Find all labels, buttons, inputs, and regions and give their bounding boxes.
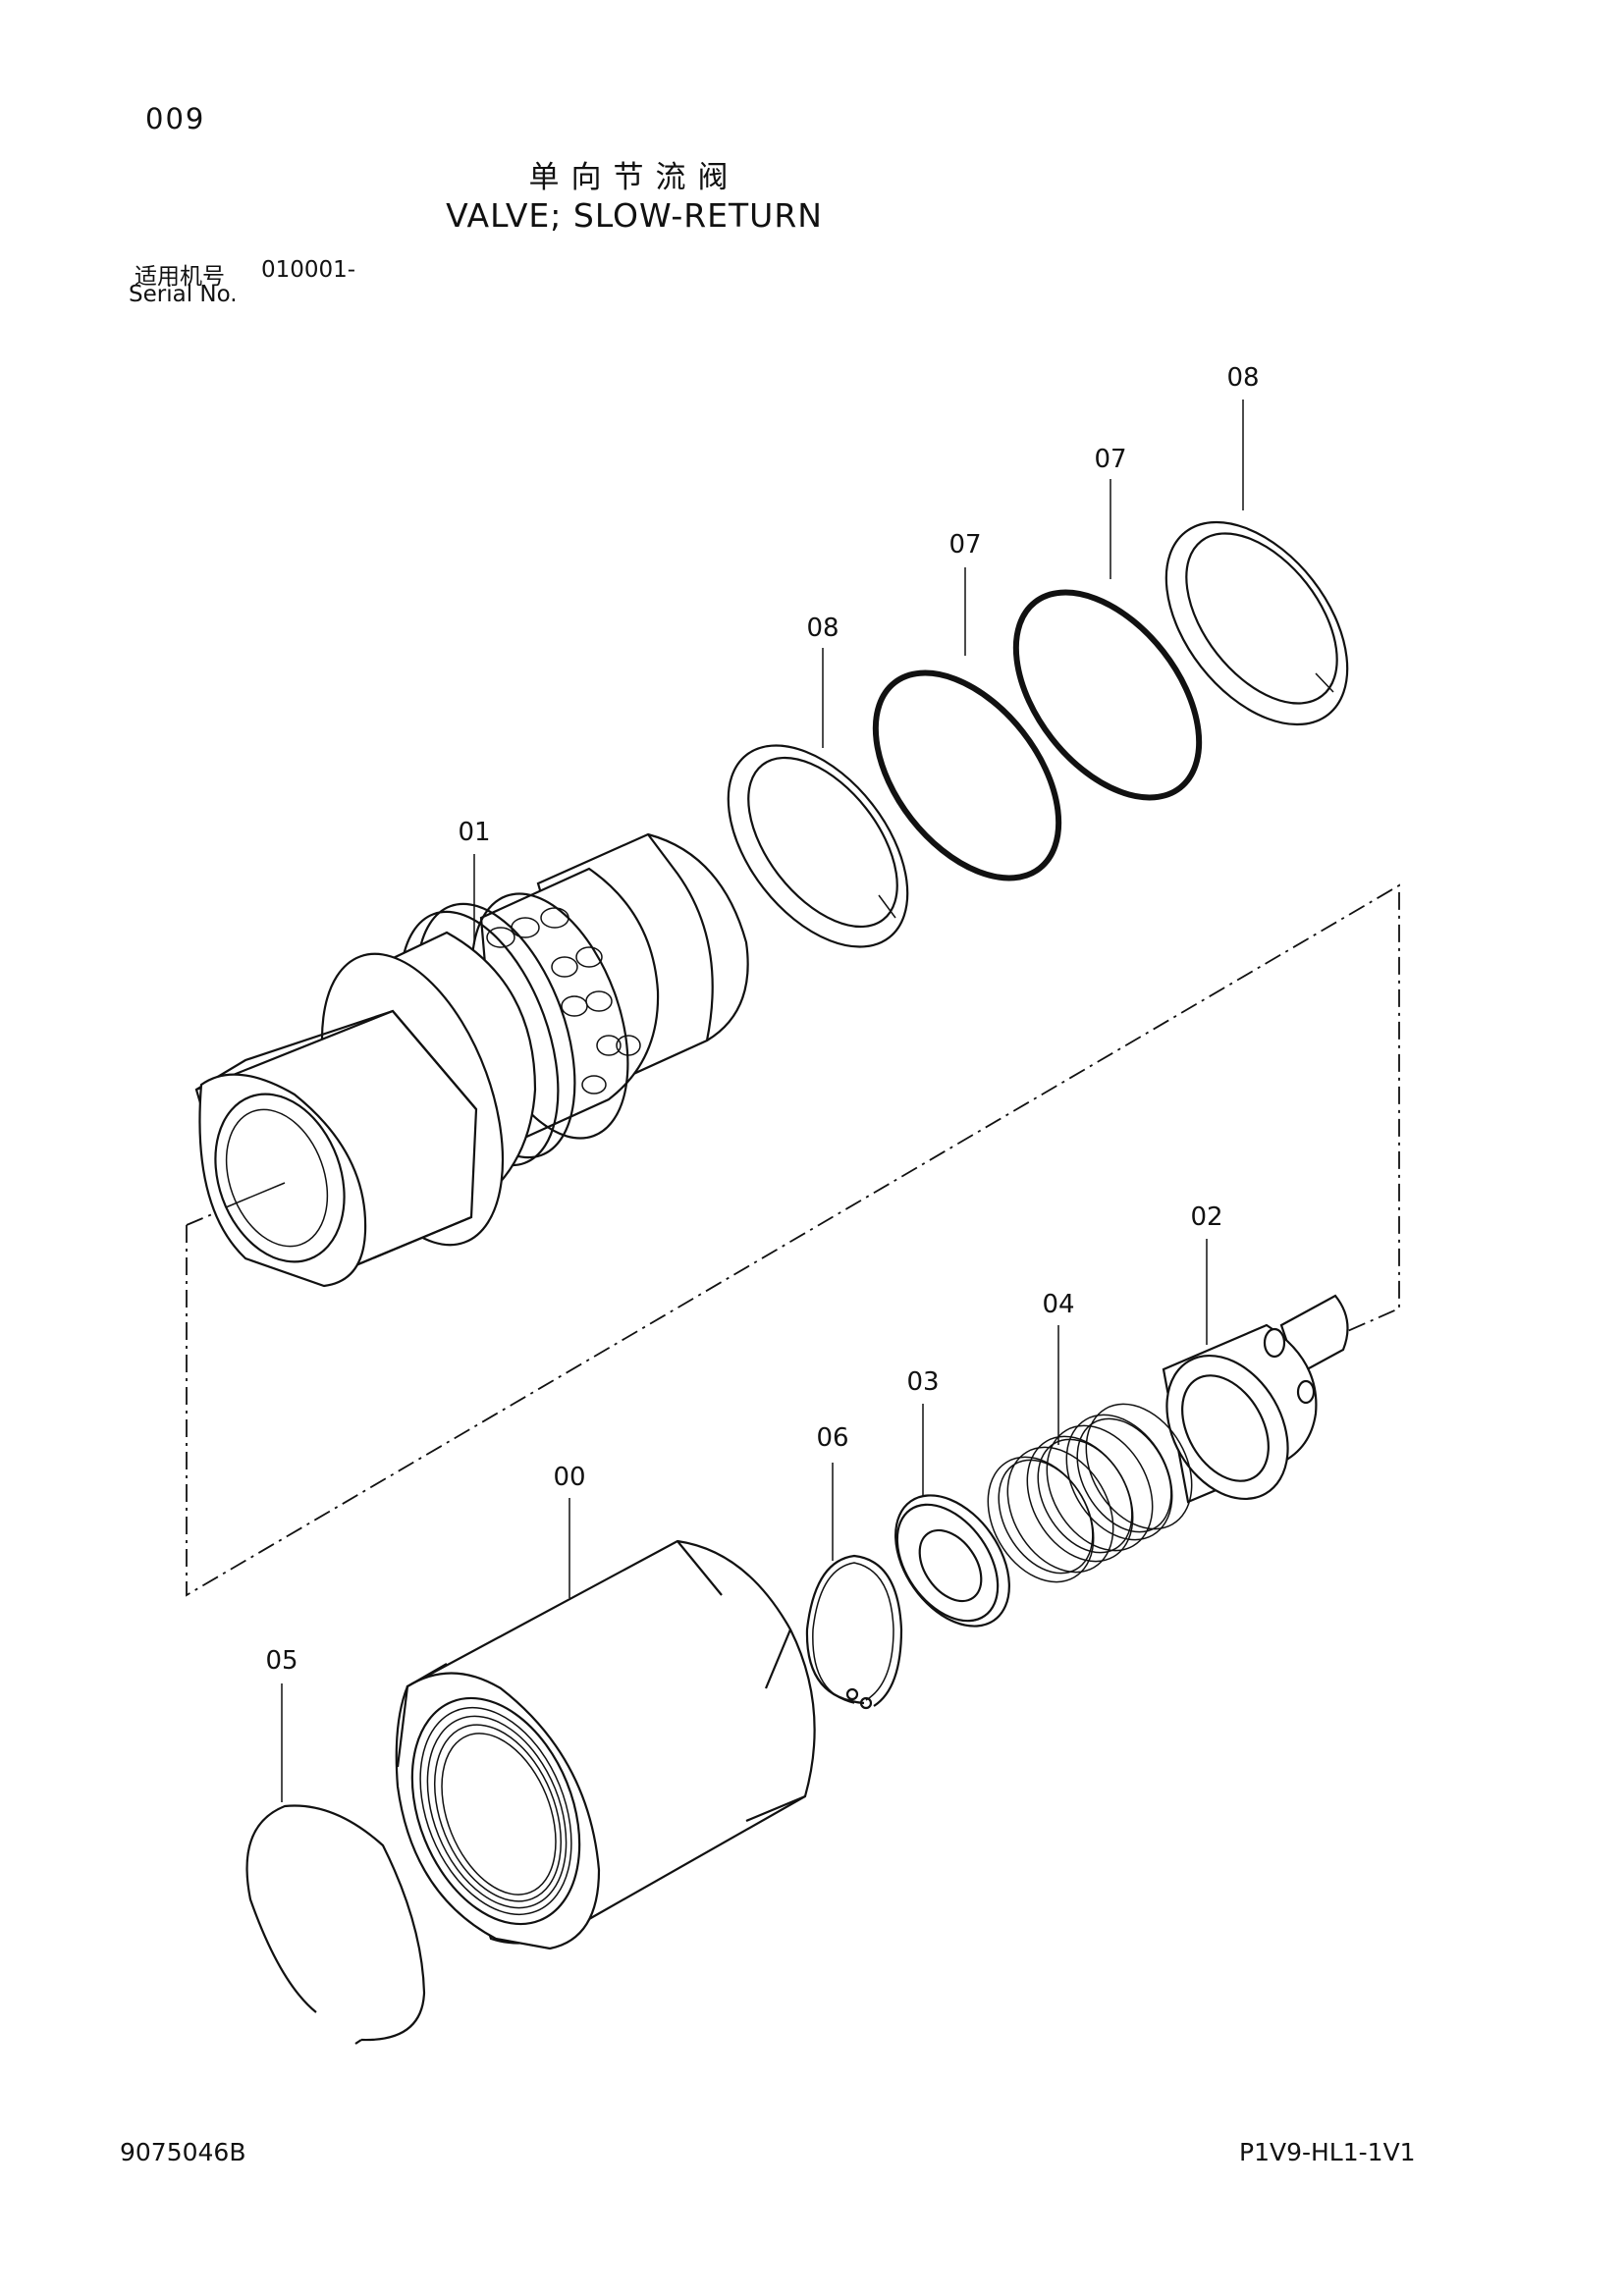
serial-label-english: Serial No.	[129, 282, 238, 307]
part-06-snap-ring	[805, 1554, 903, 1710]
part-01-valve-body	[194, 832, 749, 1288]
part-03-spring-seat	[894, 1494, 1010, 1628]
part-00-hex-nut	[395, 1539, 816, 1950]
callout-05: 05	[265, 1646, 298, 1676]
callout-04: 04	[1042, 1290, 1074, 1319]
callout-00: 00	[553, 1463, 585, 1492]
title-chinese: 单向节流阀	[528, 160, 740, 195]
callout-08-left: 08	[806, 614, 839, 643]
callout-02: 02	[1190, 1202, 1222, 1232]
document-id: 9075046B	[120, 2138, 246, 2166]
leader-lines	[281, 400, 1244, 1802]
callout-07-left: 07	[948, 530, 981, 560]
part-08-backup-ring-right	[1164, 520, 1349, 726]
callout-03: 03	[906, 1367, 939, 1397]
model-code: P1V9-HL1-1V1	[1239, 2138, 1416, 2166]
part-07-o-ring-right	[1012, 589, 1203, 801]
callout-08-right: 08	[1226, 363, 1259, 393]
callout-01: 01	[458, 818, 490, 847]
serial-label-chinese: 适用机号	[135, 264, 225, 290]
part-02-poppet	[1162, 1294, 1349, 1504]
callout-06: 06	[816, 1423, 848, 1453]
callout-07-right: 07	[1094, 445, 1126, 474]
part-05-retaining-ring	[245, 1804, 426, 2045]
part-04-spring	[987, 1403, 1193, 1583]
part-08-backup-ring-left	[727, 744, 909, 948]
title-english: VALVE; SLOW-RETURN	[446, 196, 823, 235]
serial-value: 010001-	[261, 257, 356, 283]
page-number: 009	[145, 102, 206, 135]
part-07-o-ring-left	[872, 669, 1062, 881]
